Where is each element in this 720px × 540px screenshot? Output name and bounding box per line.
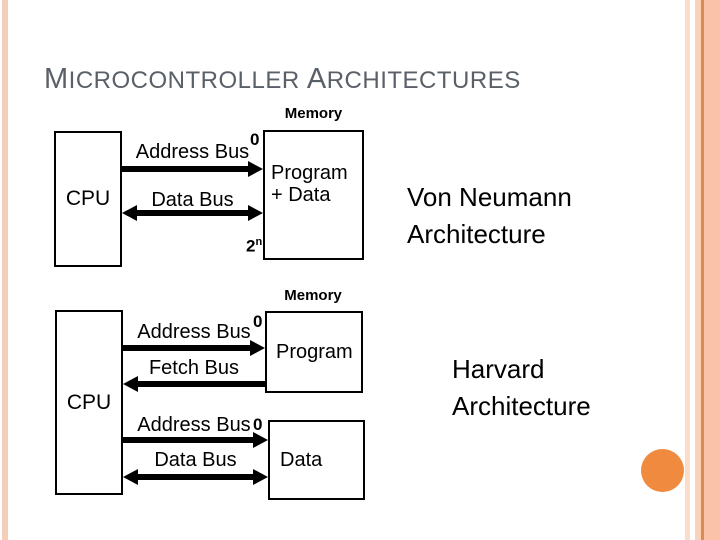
arrow-head-left-icon [123,469,138,485]
accent-circle-icon [641,449,684,492]
vn-caption-line2: Architecture [407,219,546,249]
vn-address-bus-label: Address Bus [135,141,250,163]
h-address-bus2-label: Address Bus [137,414,251,436]
h-address-bus2-start-marker: 0 [253,415,263,434]
arrow-head-right-icon [250,340,265,356]
arrow-head-right-icon [248,161,263,177]
arrow-head-right-icon [248,205,263,221]
h-program-box: Program [265,311,363,393]
h-data-bus-label: Data Bus [154,449,237,471]
vn-address-bus-arrow [122,161,263,177]
vn-cpu-box: CPU [54,131,122,267]
h-address-bus1-label: Address Bus [137,321,251,343]
h-address-bus2-arrow [123,432,268,448]
arrow-shaft [122,166,248,172]
right-border-stripe-4 [704,0,720,540]
h-caption-line2: Architecture [452,391,591,421]
arrow-shaft [138,474,253,480]
right-border-stripe-2 [695,0,701,540]
vn-address-end-marker: 2n [246,236,263,256]
h-fetch-bus-label: Fetch Bus [148,357,240,379]
left-border-stripe [2,0,8,540]
right-border-stripe-3 [701,0,704,540]
arrow-head-right-icon [253,432,268,448]
h-program-label: Program [276,340,353,363]
arrow-shaft [123,437,253,443]
h-data-label: Data [280,448,323,471]
h-memory-label: Memory [284,287,342,304]
h-address-bus1-start-marker: 0 [253,312,263,331]
arrow-head-right-icon [253,469,268,485]
h-caption: Harvard Architecture [452,351,591,425]
arrow-head-left-icon [122,205,137,221]
vn-cpu-label: CPU [65,187,111,210]
arrow-shaft [123,345,250,351]
vn-address-start-marker: 0 [250,130,260,149]
h-cpu-label: CPU [66,390,112,414]
h-address-bus1-arrow [123,340,265,356]
h-cpu-box: CPU [55,310,123,495]
vn-memory-line1: Program [271,162,348,184]
vn-data-bus-label: Data Bus [151,189,234,211]
vn-memory-box: Program + Data [263,130,364,260]
vn-data-bus-arrow [122,205,263,221]
vn-caption-line1: Von Neumann [407,182,572,212]
arrow-shaft [137,210,248,216]
page-title: MICROCONTROLLER ARCHITECTURES [44,63,521,95]
right-border-stripe-1 [685,0,690,540]
vn-memory-line2: + Data [271,184,331,206]
vn-caption: Von Neumann Architecture [407,179,572,253]
h-caption-line1: Harvard [452,354,545,384]
h-data-box: Data [268,420,365,500]
arrow-head-left-icon [123,376,138,392]
vn-memory-label: Memory [284,105,343,122]
arrow-shaft [138,381,265,387]
h-fetch-bus-arrow [123,376,265,392]
h-data-bus-arrow [123,469,268,485]
